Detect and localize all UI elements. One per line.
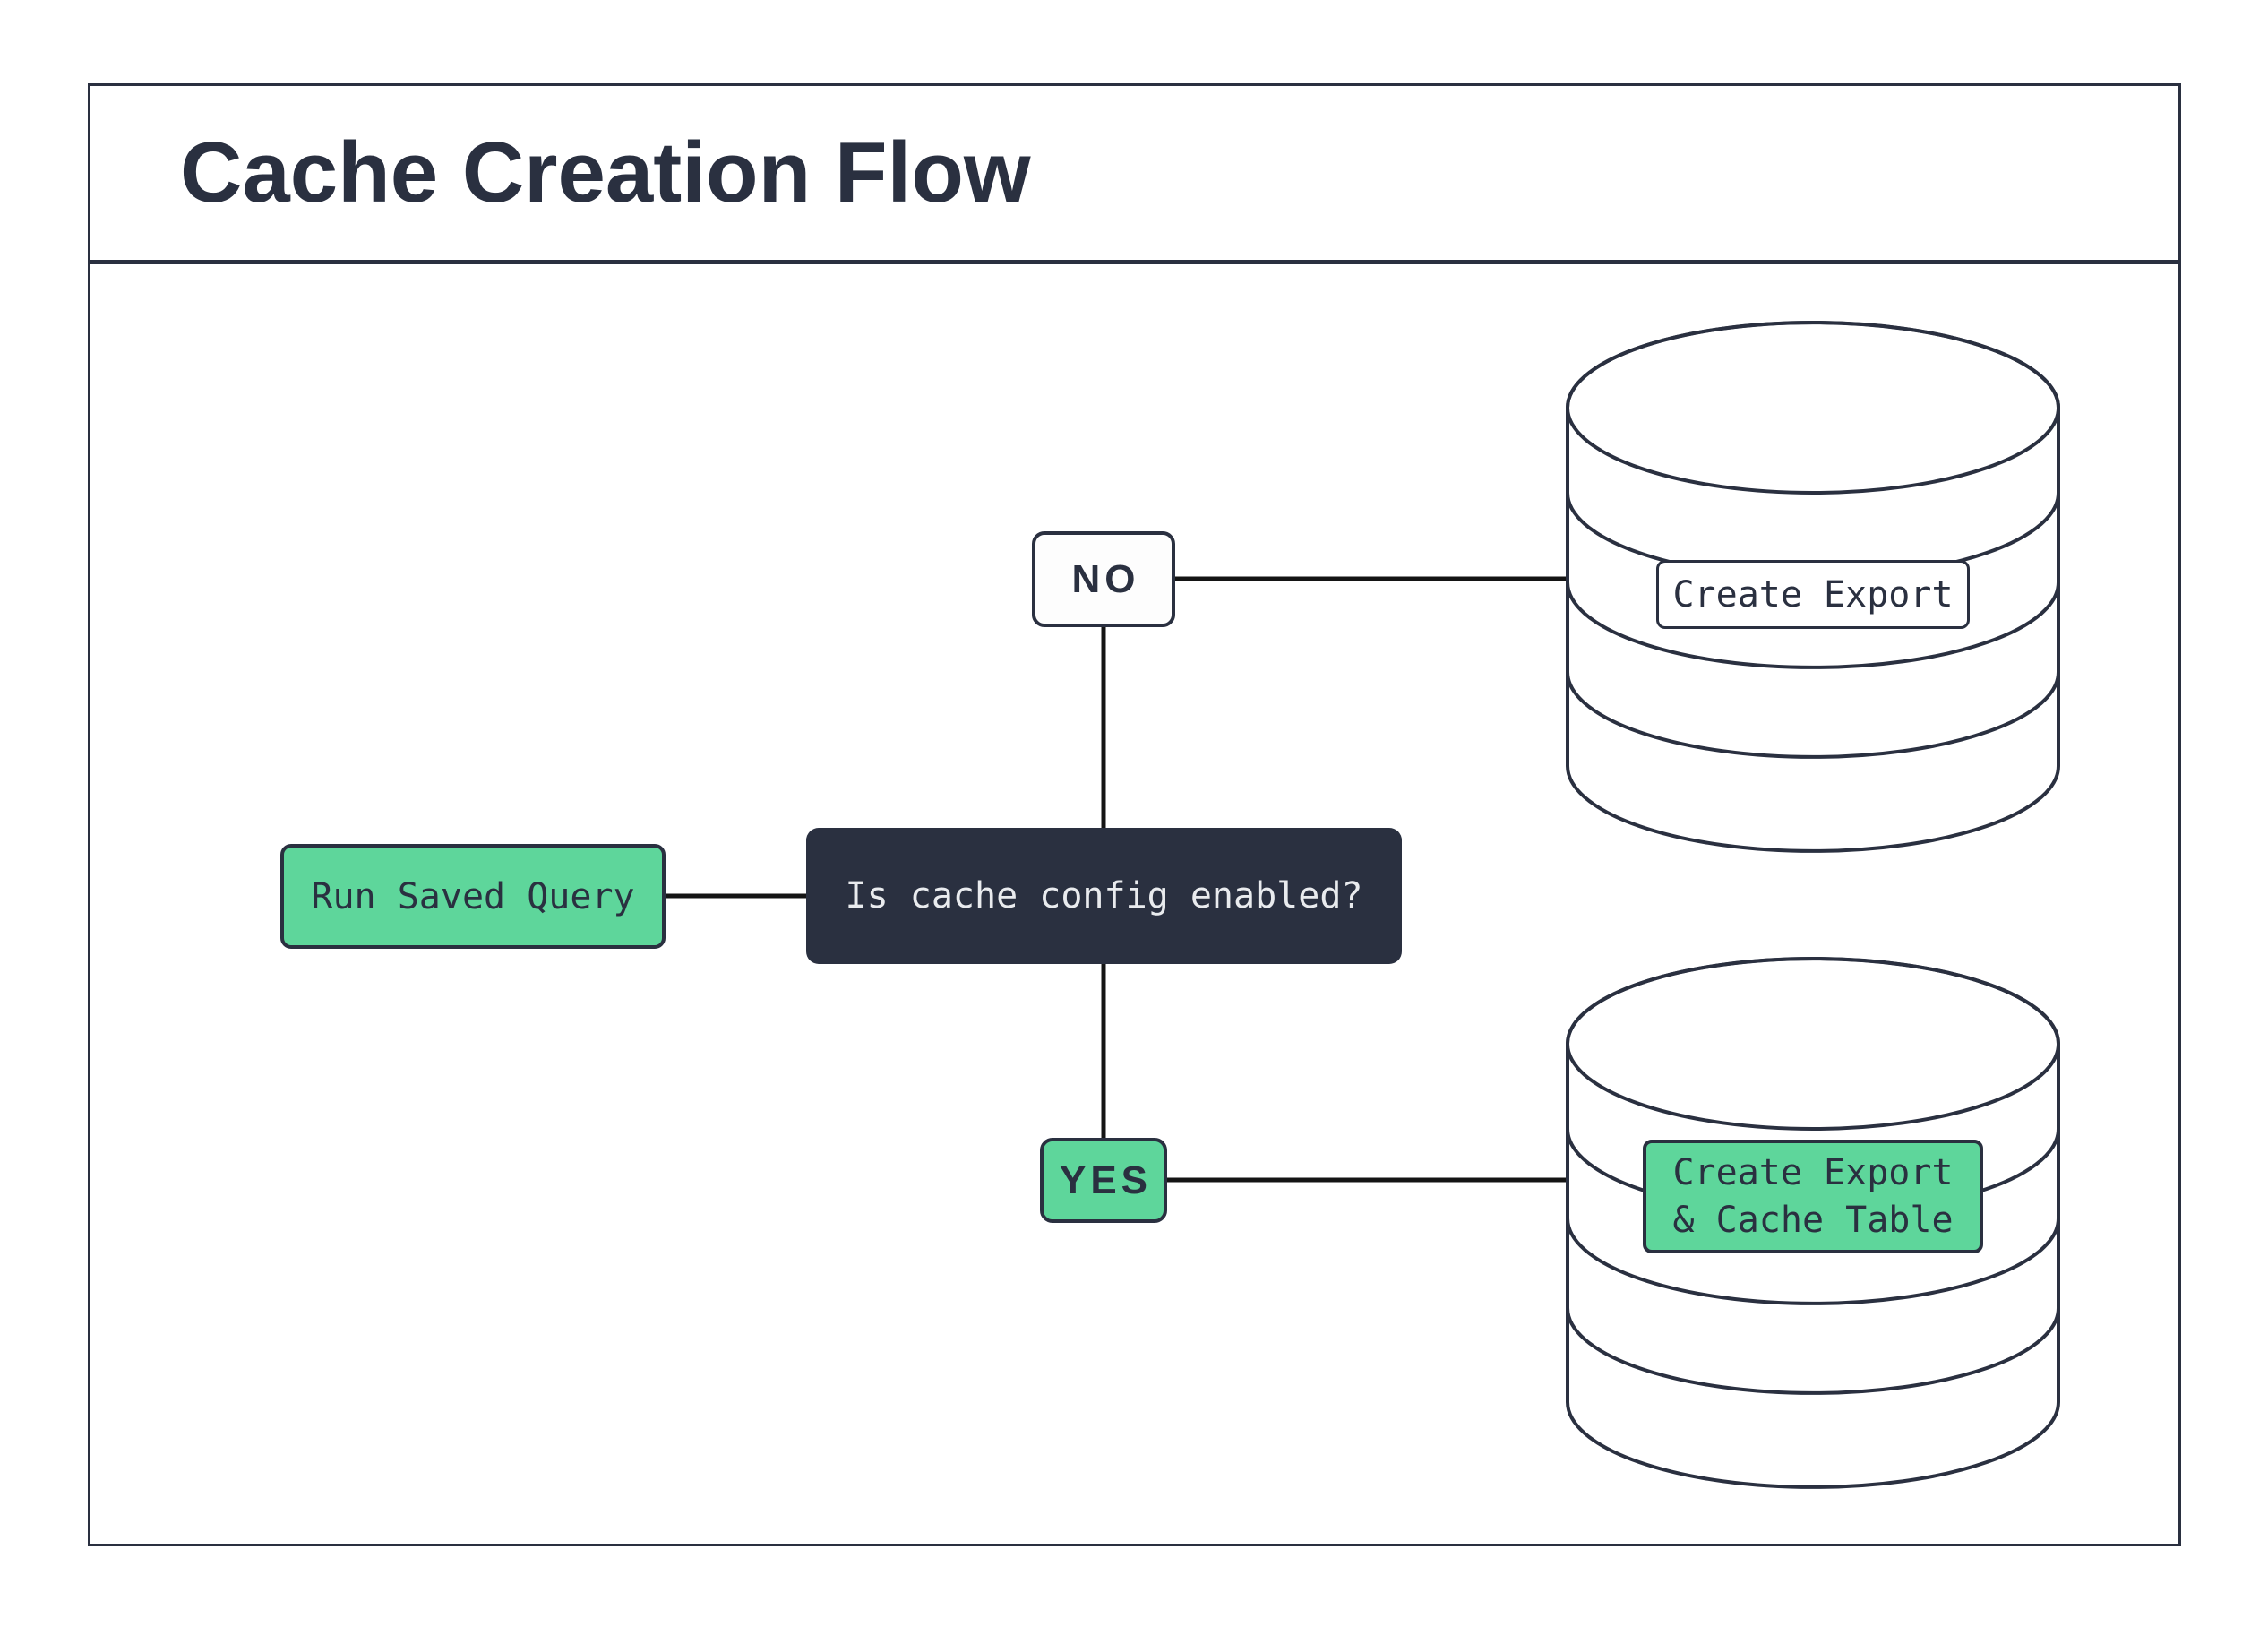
page-title: Cache Creation Flow: [180, 125, 1031, 220]
node-run-saved-query: Run Saved Query: [280, 844, 666, 949]
branch-yes-label: YES: [1059, 1158, 1153, 1202]
database-label-create-export-cache: Create Export & Cache Table: [1643, 1140, 1983, 1253]
node-decision-label: Is cache config enabled?: [845, 875, 1363, 917]
diagram-header: Cache Creation Flow: [90, 86, 2178, 264]
branch-no-label: NO: [1071, 556, 1140, 601]
node-run-saved-query-label: Run Saved Query: [311, 875, 635, 917]
database-label-create-export-text: Create Export: [1672, 573, 1954, 616]
database-label-line1: Create Export: [1672, 1151, 1954, 1193]
database-label-create-export: Create Export: [1656, 560, 1970, 629]
branch-yes-badge: YES: [1040, 1138, 1167, 1223]
branch-no-badge: NO: [1032, 531, 1175, 627]
connector-lines: [666, 576, 1571, 1183]
node-decision-cache-config: Is cache config enabled?: [806, 828, 1402, 964]
database-label-line2: & Cache Table: [1672, 1199, 1954, 1241]
